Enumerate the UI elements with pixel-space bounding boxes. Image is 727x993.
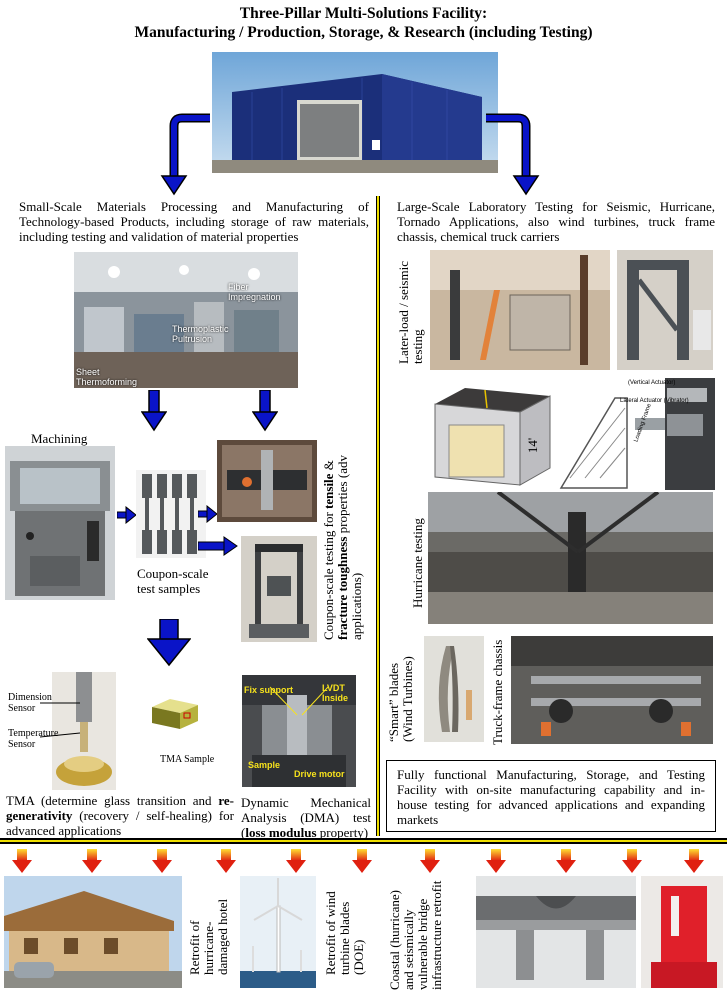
arrow-down-icon (147, 619, 191, 667)
smart-blades-label: “Smart” blades (Wind Turbines) (386, 656, 415, 742)
thermoplastic-pultrusion-label: Thermoplastic Pultrusion (172, 324, 229, 344)
bridge-red-retrofit-photo (641, 876, 723, 988)
title-line-2: Manufacturing / Production, Storage, & R… (134, 24, 593, 41)
wind-turbine-photo (240, 876, 316, 988)
dma-caption: Dynamic Mechanical Analysis (DMA) test (… (241, 795, 371, 840)
machining-label: Machining (31, 431, 88, 446)
tma-sample-icon (152, 699, 198, 729)
hotel-retrofit-photo (4, 876, 182, 988)
gradient-arrow-row (0, 848, 727, 874)
temperature-sensor-label: Temperature Sensor (8, 728, 59, 750)
coupon-testing-fracture: fracture toughness (335, 536, 350, 640)
tma-caption: TMA (determine glass transition and re-g… (6, 793, 234, 838)
arrow-right-icon (117, 506, 137, 524)
arrow-right-icon (160, 113, 210, 196)
manufacturing-floor-photo: Fiber Impregnation Thermoplastic Pultrus… (74, 252, 298, 388)
summary-box: Fully functional Manufacturing, Storage,… (386, 760, 716, 832)
arrow-right-icon (198, 505, 218, 523)
drive-motor-label: Drive motor (294, 769, 345, 779)
bridge-retrofit-photo (476, 876, 636, 988)
dim-14-label: 14' (525, 437, 541, 454)
tma-caption-bold: re-generativity (6, 793, 234, 823)
tma-leader-lines (40, 702, 81, 738)
seismic-testing-label: Later-load / seismic testing (396, 261, 425, 364)
loading-frame-illustration (555, 378, 715, 490)
truck-chassis-photo (511, 636, 713, 744)
tma-sample-label: TMA Sample (160, 754, 215, 765)
coupon-samples-photo (136, 470, 206, 558)
coupon-testing-label: Coupon-scale testing for tensile & fract… (321, 440, 364, 640)
hotel-retrofit-label: Retrofit of hurricane-damaged hotel (187, 898, 230, 975)
horizontal-divider-yellow (0, 840, 727, 842)
hurricane-test-photo (428, 492, 713, 624)
dma-photo: Fix support LVDT Inside Sample Drive mot… (242, 675, 356, 787)
fix-support-label: Fix support (244, 685, 293, 695)
dma-caption-post: property) (316, 825, 369, 840)
seismic-test-photo-1 (430, 250, 610, 370)
vertical-divider-yellow (377, 196, 379, 836)
hurricane-testing-label: Hurricane testing (410, 518, 425, 608)
sheet-thermoforming-label: Sheet Thermoforming (76, 367, 138, 387)
bridge-retrofit-label: Coastal (hurricane) and seismically vuln… (387, 880, 444, 990)
lateral-actuator-label: Lateral Actuator (Vibrator) (620, 398, 689, 404)
tensile-test-photo (217, 440, 317, 522)
dma-sample-label: Sample (248, 760, 281, 770)
coupon-testing-mid: & (321, 460, 336, 474)
right-intro-text: Large-Scale Laboratory Testing for Seism… (397, 199, 715, 244)
vertical-actuator-label: (Vertical Actuator) (628, 380, 676, 386)
coupon-testing-pre: Coupon-scale testing for (321, 508, 336, 640)
title-line-1: Three-Pillar Multi-Solutions Facility: (239, 5, 488, 22)
truck-chassis-label: Truck-frame chassis (490, 639, 505, 745)
fracture-test-photo (241, 536, 317, 642)
seismic-test-photo-2 (617, 250, 713, 370)
coupon-samples-label: Coupon-scale test samples (137, 566, 209, 596)
facility-building-photo (212, 52, 498, 173)
dimension-sensor-label: Dimension Sensor (8, 692, 52, 714)
dma-caption-bold: loss modulus (245, 825, 317, 840)
arrow-right-icon (198, 536, 238, 556)
arrow-down-icon (141, 390, 167, 432)
lvdt-label: LVDT Inside (322, 683, 349, 703)
wind-retrofit-label: Retrofit of wind turbine blades (DOE) (323, 891, 366, 975)
machining-photo (5, 446, 115, 600)
arrow-down-icon (252, 390, 278, 432)
tornado-shelter-illustration (434, 388, 551, 486)
left-intro-text: Small-Scale Materials Processing and Man… (19, 199, 369, 244)
dma-caption-pre: Dynamic Mechanical Analysis (DMA) test ( (241, 795, 371, 840)
page-title: Three-Pillar Multi-Solutions Facility: M… (0, 4, 727, 42)
tma-caption-pre: TMA (determine glass transition and (6, 793, 219, 808)
tma-sensor-photo (52, 672, 116, 790)
coupon-testing-tensile: tensile (321, 473, 336, 509)
summary-text: Fully functional Manufacturing, Storage,… (397, 767, 705, 827)
fiber-impregnation-label: Fiber Impregnation (228, 282, 281, 302)
tma-caption-post: (recovery / self-healing) for advanced a… (6, 808, 234, 838)
arrow-right-icon (486, 113, 540, 196)
smart-blade-photo (424, 636, 484, 742)
